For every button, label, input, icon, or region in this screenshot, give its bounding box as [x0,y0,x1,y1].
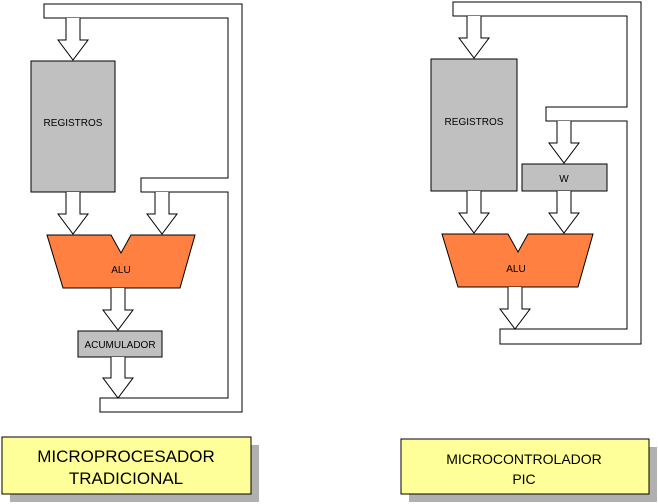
left-arrow-bus-to-alu [146,192,178,235]
left-caption-line1: MICROPROCESADOR [37,447,215,466]
right-w-label: W [559,174,569,185]
left-registers-block [30,60,116,193]
left-arrow-alu-to-accumulator [102,288,134,331]
left-accumulator-label: ACUMULADOR [84,340,155,351]
left-arrow-accumulator-to-bus [102,357,134,399]
right-arrow-into-registers [458,16,490,59]
left-caption-box [1,436,259,502]
left-diagram [30,3,243,413]
right-caption-box [400,438,657,502]
right-caption-line1: MICROCONTROLADOR [446,451,602,467]
right-arrow-alu-to-bus [499,287,531,330]
right-caption-line2: PIC [512,471,535,487]
left-feedback-bus [43,3,243,413]
left-caption-line2: TRADICIONAL [69,469,183,488]
left-arrow-into-registers [57,18,89,61]
right-registers-label: REGISTROS [445,117,504,128]
right-top-bus [452,1,642,345]
right-arrow-w-to-alu [548,191,580,234]
right-arrow-bus-to-w [548,121,580,164]
right-w-register-block [521,163,608,192]
right-alu-block [441,233,594,288]
left-alu-label: ALU [111,265,130,276]
left-alu-block [46,234,196,289]
right-registers-block [430,58,518,192]
right-diagram [430,1,642,345]
right-alu-label: ALU [506,264,525,275]
left-arrow-registers-to-alu [57,192,89,235]
right-arrow-registers-to-alu [458,191,490,234]
left-registers-label: REGISTROS [44,118,103,129]
